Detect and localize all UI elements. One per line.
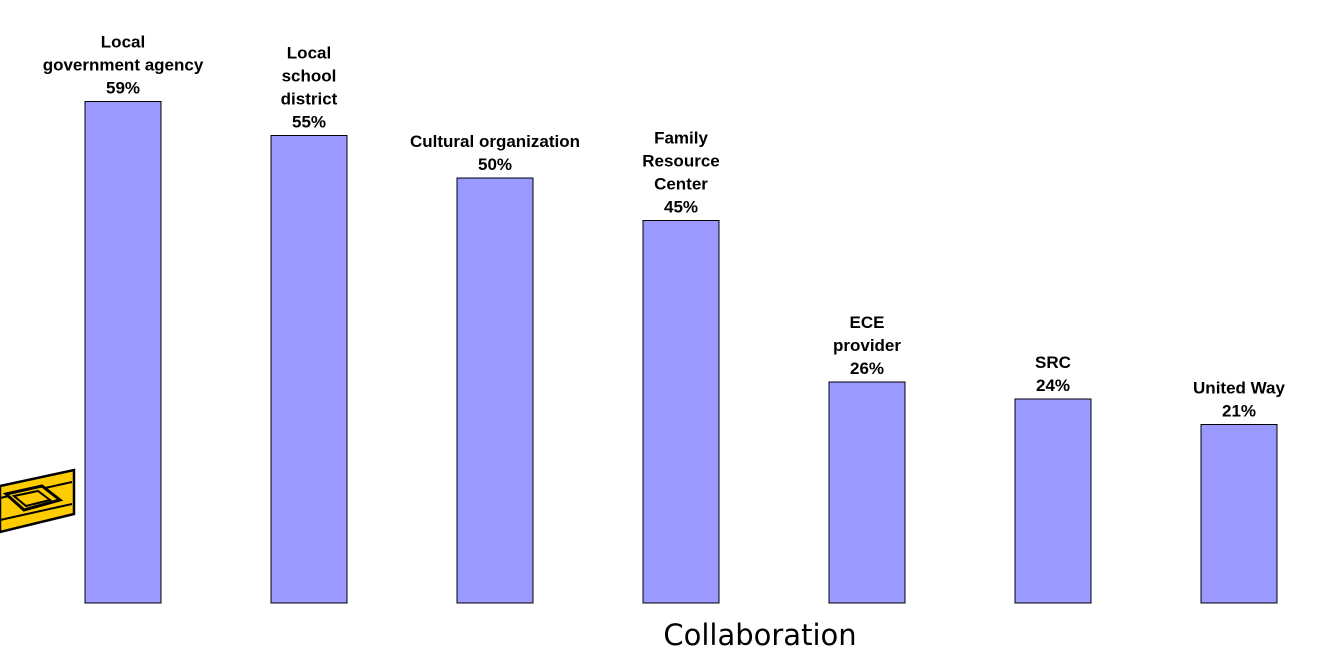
data-label: 45% [664, 198, 698, 217]
category-label: school [282, 67, 337, 86]
category-label: United Way [1193, 379, 1285, 398]
bar [1200, 424, 1278, 604]
category-label: Local [287, 44, 331, 63]
bar [270, 135, 348, 604]
data-label: 26% [850, 359, 884, 378]
labels-layer: Local government agency 59% Local school dist… [43, 33, 1286, 421]
data-label: 24% [1036, 376, 1070, 395]
category-label: provider [833, 336, 901, 355]
category-label: district [281, 90, 338, 109]
bar [828, 381, 906, 604]
category-label: Center [654, 175, 708, 194]
bars-layer [84, 101, 1278, 604]
bar [84, 101, 162, 604]
pencil-clipart-icon [0, 468, 76, 534]
category-label: Family [654, 129, 708, 148]
category-label: government agency [43, 56, 204, 75]
category-label: SRC [1035, 353, 1071, 372]
data-label: 55% [292, 113, 326, 132]
data-label: 50% [478, 155, 512, 174]
bar [642, 220, 720, 604]
category-label: ECE [850, 313, 885, 332]
category-label: Local [101, 33, 145, 52]
bar [456, 177, 534, 604]
data-label: 21% [1222, 402, 1256, 421]
category-label: Resource [642, 152, 719, 171]
x-axis-title: Collaboration [663, 618, 856, 652]
bar [1014, 398, 1092, 604]
data-label: 59% [106, 79, 140, 98]
category-label: Cultural organization [410, 132, 580, 151]
